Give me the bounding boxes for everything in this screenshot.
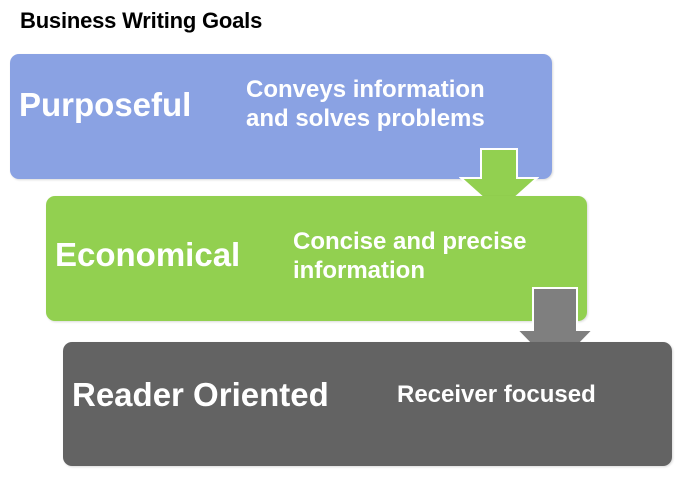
step-title-purposeful: Purposeful — [19, 86, 192, 123]
arrow-shape-1 — [459, 148, 539, 214]
step-purposeful: Purposeful Conveys information and solve… — [10, 54, 552, 179]
page-title: Business Writing Goals — [20, 8, 263, 33]
step-economical: Economical Concise and precise informati… — [46, 196, 587, 321]
step-description-economical: Concise and precise information — [293, 228, 527, 284]
step-title-economical: Economical — [55, 236, 241, 273]
step-reader-oriented: Reader Oriented Receiver focused — [63, 342, 672, 466]
step-description-reader-oriented: Receiver focused — [397, 381, 596, 408]
step-description-purposeful: Conveys information and solves problems — [246, 76, 485, 132]
step-title-reader-oriented: Reader Oriented — [72, 376, 329, 413]
arrow-down-icon — [459, 148, 539, 214]
